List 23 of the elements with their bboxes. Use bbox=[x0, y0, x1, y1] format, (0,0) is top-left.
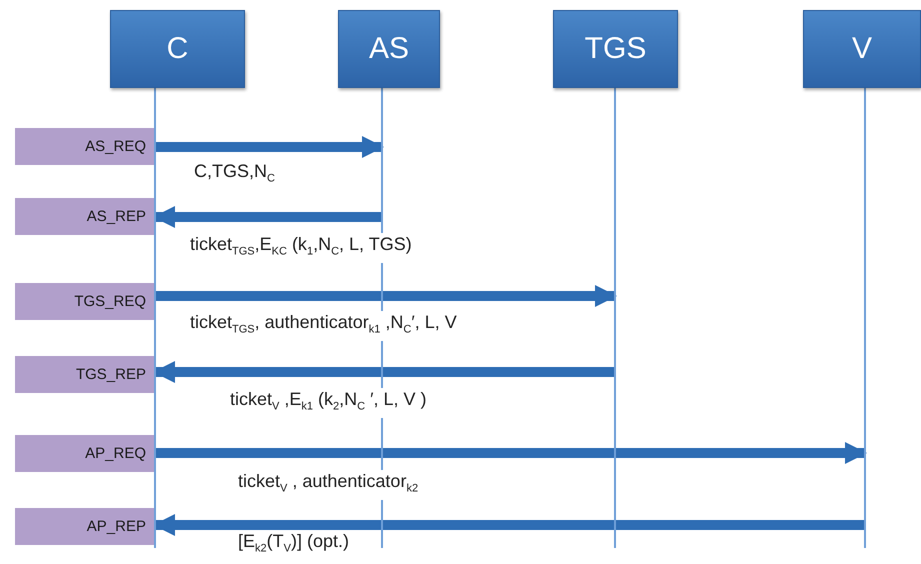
participant-box: TGS bbox=[553, 10, 678, 88]
lifeline bbox=[154, 88, 156, 548]
message-name-box: TGS_REP bbox=[15, 356, 154, 393]
participant-box: C bbox=[110, 10, 245, 88]
message-name-box: TGS_REQ bbox=[15, 283, 154, 320]
message-arrow bbox=[155, 285, 617, 307]
message-name-box: AP_REP bbox=[15, 508, 154, 545]
lifeline bbox=[864, 88, 866, 548]
participant-box: V bbox=[803, 10, 921, 88]
message-arrow bbox=[155, 442, 867, 464]
message-arrow bbox=[155, 136, 384, 158]
message-name-box: AS_REQ bbox=[15, 128, 154, 165]
lifeline bbox=[614, 88, 616, 548]
edge-label: ticket$_{TGS}$, authenticator$_{k1}$ ,N$_{C}$′, L, V bbox=[188, 311, 459, 341]
edge-label: ticket$_{TGS}$,E$_{KC}$ (k$_{1}$,N$_{C}$, L, TGS) bbox=[188, 233, 414, 263]
edge-label: ticket$_{V}$ ,E$_{k1}$ (k$_{2}$,N$_{C}$ ′, L, V ) bbox=[228, 388, 428, 418]
message-arrow bbox=[153, 206, 382, 228]
participant-box: AS bbox=[338, 10, 440, 88]
message-name-box: AP_REQ bbox=[15, 435, 154, 472]
message-name-box: AS_REP bbox=[15, 198, 154, 235]
message-arrow bbox=[153, 361, 615, 383]
message-arrow bbox=[153, 514, 865, 536]
edge-label: ticket$_{V}$ , authenticator$_{k2}$ bbox=[236, 470, 420, 500]
